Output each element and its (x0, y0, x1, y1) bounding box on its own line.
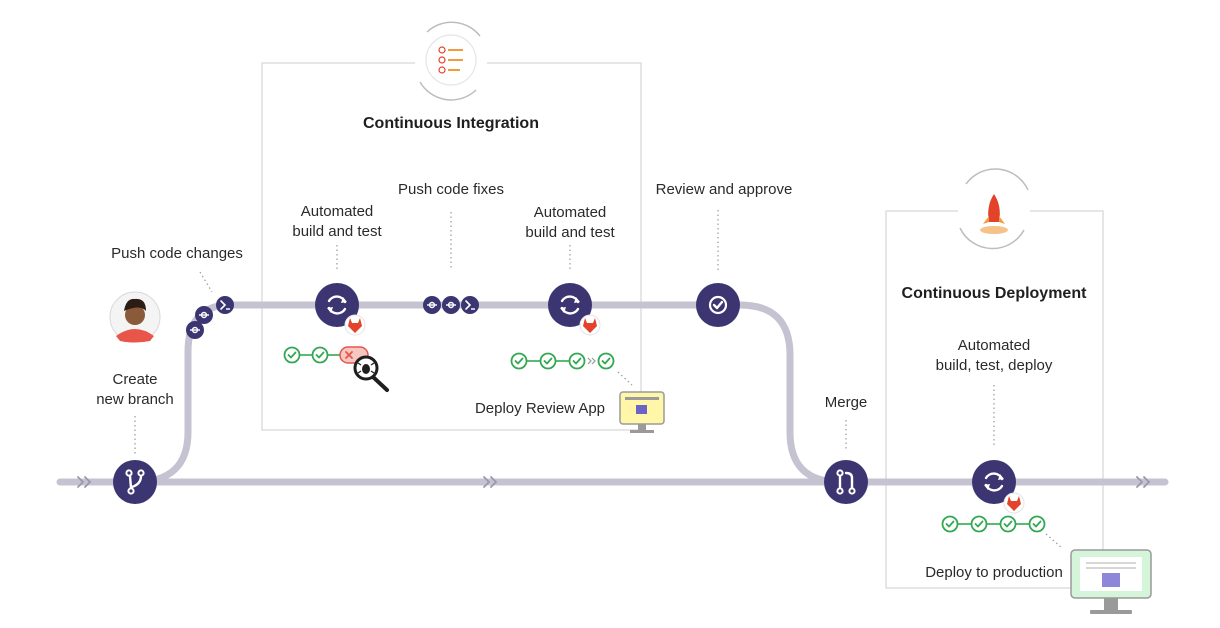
terminal-icon (216, 296, 234, 314)
commit-icon (186, 306, 213, 339)
check-icon (970, 515, 988, 533)
create-branch-label-line1: Create (112, 371, 157, 388)
tanuki-icon (1003, 492, 1025, 514)
automated-build-1-line1: Automated (301, 203, 374, 220)
check-icon (696, 283, 740, 327)
refresh-icon (548, 283, 592, 327)
push-code-changes-label: Push code changes (111, 245, 243, 262)
pipeline-status-passed (510, 352, 615, 370)
merge-request-icon (824, 460, 868, 504)
tanuki-icon (344, 314, 366, 336)
check-icon (539, 352, 557, 370)
pipeline-status-failed (283, 346, 369, 364)
double-chevron-icon (77, 476, 1151, 488)
check-icon (999, 515, 1017, 533)
monitor-icon (1070, 549, 1152, 614)
pipeline-status-deployed (941, 515, 1046, 533)
refresh-icon (315, 283, 359, 327)
check-icon (941, 515, 959, 533)
automated-deploy-line1: Automated (958, 337, 1031, 354)
ci-title: Continuous Integration (363, 115, 539, 132)
terminal-icon (461, 296, 479, 314)
check-icon (568, 352, 586, 370)
cd-title: Continuous Deployment (902, 285, 1088, 302)
refresh-icon (972, 460, 1016, 504)
push-code-fixes-label: Push code fixes (398, 181, 504, 198)
leader-lines (134, 210, 1063, 549)
create-branch-label-line2: new branch (96, 391, 174, 408)
automated-build-1-line2: build and test (292, 223, 382, 240)
avatar-icon (109, 291, 161, 343)
automated-build-2-line1: Automated (534, 204, 607, 221)
automated-build-2-line2: build and test (525, 224, 615, 241)
check-icon (283, 346, 301, 364)
automated-deploy-line2: build, test, deploy (936, 357, 1053, 374)
review-approve-label: Review and approve (656, 181, 793, 198)
branch-icon (113, 460, 157, 504)
check-icon (597, 352, 615, 370)
deploy-review-app-label: Deploy Review App (475, 400, 605, 417)
tanuki-icon (579, 314, 601, 336)
check-icon (1028, 515, 1046, 533)
check-icon (510, 352, 528, 370)
commit-icon (423, 296, 460, 314)
checklist-icon (415, 21, 487, 101)
merge-label: Merge (825, 394, 868, 411)
rocket-icon (958, 168, 1030, 250)
check-icon (311, 346, 329, 364)
monitor-icon (619, 391, 665, 433)
deploy-production-label: Deploy to production (925, 564, 1063, 581)
bug-magnifier-icon (353, 355, 389, 392)
